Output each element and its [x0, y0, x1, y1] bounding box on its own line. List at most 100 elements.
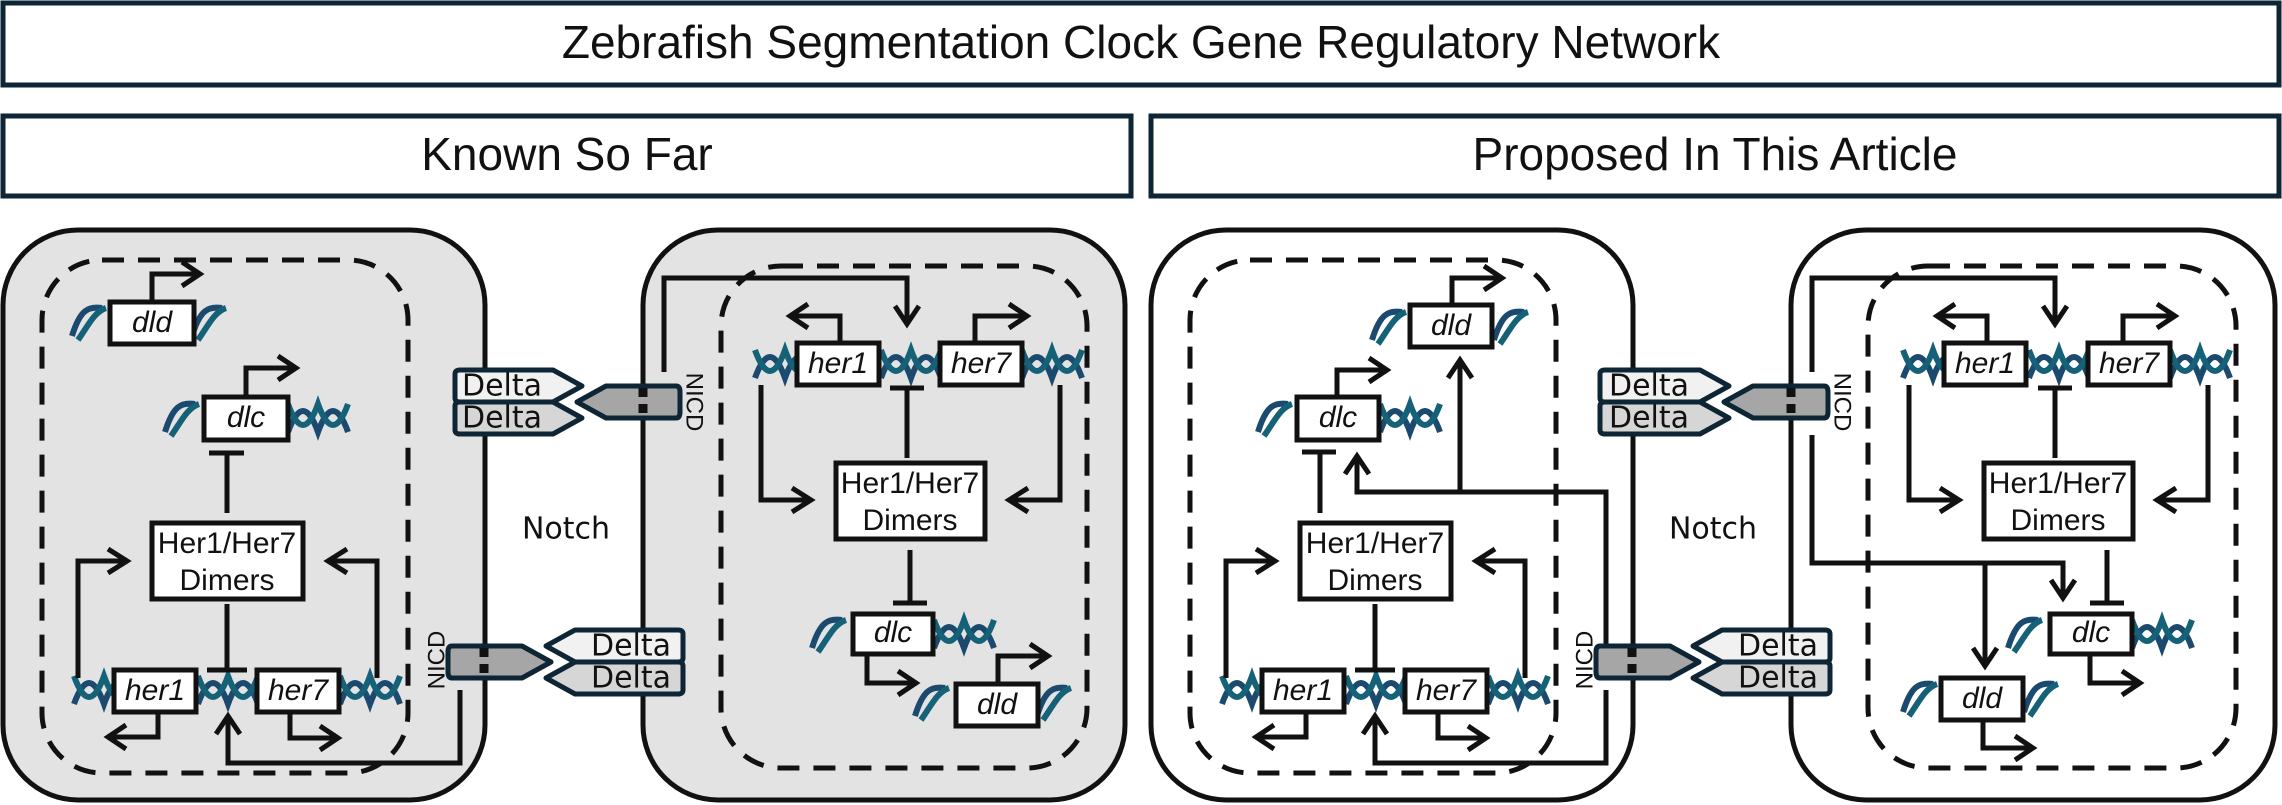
activation-line [75, 558, 128, 678]
gene-label-dlc: dlc [2072, 616, 2110, 649]
gene-box-her7 [254, 667, 342, 715]
transcription-arrow [864, 654, 916, 686]
transcription-arrow [287, 712, 338, 741]
gene-label-dld: dld [1962, 682, 2003, 715]
arrowhead-icon [213, 711, 243, 736]
delta-label: Delta [1738, 629, 1818, 664]
arrowhead-icon [1482, 263, 1507, 293]
panel-header-known: Known So Far [0, 113, 1134, 199]
dimer-label-line2: Dimers [1328, 564, 1423, 597]
transcription-arrow [1334, 367, 1387, 397]
gene-label-dlc: dlc [227, 401, 265, 434]
arrowhead-icon [1254, 546, 1280, 576]
gene-box-her7 [2085, 340, 2173, 388]
delta-label: Delta [591, 661, 671, 696]
delta-tag [1690, 659, 1833, 697]
gene-label-her7: her7 [1416, 674, 1477, 707]
nicd-activation-line [1354, 458, 1609, 655]
transcription-arrow [1256, 712, 1309, 740]
gene-label-dlc: dlc [874, 616, 912, 649]
proposed-notch-signaling: Notch Delta Delta Delta Delta [1593, 367, 1833, 697]
gene-box-dlc [850, 611, 936, 657]
dimer-box [1297, 520, 1454, 602]
activation-line [1906, 385, 1958, 503]
arrowhead-icon [2048, 578, 2078, 603]
delta-notch-complex-top: Delta Delta [452, 367, 683, 437]
arrowhead-icon [276, 353, 301, 383]
delta-notch-complex-bottom: Delta Delta [445, 627, 686, 697]
arrowhead-icon [1004, 485, 1030, 515]
transcription-arrow [243, 365, 296, 397]
delta-label: Delta [1738, 661, 1818, 696]
known-panel: dld dlc Her1/Her7 Dimers her1 her [0, 227, 1128, 803]
known-header-label: Known So Far [421, 128, 712, 180]
arrowhead-icon [1360, 711, 1390, 736]
title-banner: Zebrafish Segmentation Clock Gene Regula… [0, 0, 2282, 88]
nicd-bar [1593, 643, 1702, 681]
arrowhead-icon [180, 259, 205, 289]
transcription-arrow [1937, 313, 1990, 343]
arrowhead-icon [103, 722, 128, 752]
delta-notch-complex-top: Delta Delta [1597, 367, 1831, 437]
activation-line [758, 385, 810, 503]
nicd-label: NICD [1829, 373, 1856, 432]
cell-membrane [0, 227, 488, 803]
arrowhead-icon [790, 485, 816, 515]
arrowhead-icon [1466, 723, 1491, 753]
gene-label-dlc: dlc [1319, 401, 1357, 434]
delta-tag [452, 399, 585, 437]
gene-label-her7: her7 [951, 347, 1012, 380]
arrowhead-icon [1251, 722, 1276, 752]
activation-line [1223, 558, 1276, 678]
delta-tag [543, 659, 686, 697]
dimer-box [1981, 460, 2136, 542]
gene-box-her1 [111, 667, 199, 715]
activation-line [1010, 385, 1063, 503]
gene-box-dlc [2047, 611, 2135, 657]
transcription-arrow [790, 313, 843, 343]
dimer-label-line1: Her1/Her7 [1989, 467, 2127, 500]
delta-tag [1597, 399, 1732, 437]
transcription-arrow [149, 271, 200, 302]
dimer-box [149, 520, 306, 602]
transcription-arrow [1435, 712, 1486, 741]
nicd-label: NICD [681, 373, 708, 432]
nicd-bar [445, 643, 554, 681]
dimer-label-line2: Dimers [863, 504, 958, 537]
delta-label: Delta [462, 401, 542, 436]
arrowhead-icon [1445, 355, 1475, 380]
activation-line [1475, 558, 1528, 678]
arrowhead-icon [2155, 301, 2180, 331]
gene-box-her7 [937, 340, 1025, 388]
gene-label-her1: her1 [125, 674, 185, 707]
nucleus-boundary [1865, 263, 2239, 771]
arrowhead-icon [318, 723, 343, 753]
transcription-arrow [995, 653, 1048, 684]
gene-label-her1: her1 [1955, 347, 2015, 380]
nicd-bar [1721, 383, 1831, 421]
arrowhead-icon [1938, 485, 1964, 515]
dimer-label-line2: Dimers [180, 564, 275, 597]
nucleus-boundary [718, 263, 1090, 771]
arrowhead-icon [1932, 301, 1957, 331]
gene-box-her7 [1402, 667, 1490, 715]
arrowhead-icon [106, 546, 132, 576]
nicd-activation-line [1372, 690, 1609, 766]
gene-label-dld: dld [1431, 309, 1472, 342]
delta-tag [543, 627, 686, 665]
nucleus-boundary [39, 257, 411, 776]
dimer-label-line2: Dimers [2011, 504, 2106, 537]
transcription-arrow [2120, 313, 2175, 343]
arrowhead-icon [892, 304, 922, 329]
gene-box-dlc [201, 394, 291, 443]
transcription-arrow [972, 313, 1027, 343]
dimer-label-line1: Her1/Her7 [1306, 527, 1444, 560]
delta-label: Delta [1609, 401, 1689, 436]
gene-box-her1 [1259, 667, 1347, 715]
delta-label: Delta [591, 629, 671, 664]
transcription-arrow [1449, 275, 1502, 305]
arrowhead-icon [2152, 485, 2178, 515]
proposed-cell-left: dld dlc Her1/Her7 Dimers [1148, 227, 1636, 803]
notch-label: Notch [522, 512, 610, 547]
